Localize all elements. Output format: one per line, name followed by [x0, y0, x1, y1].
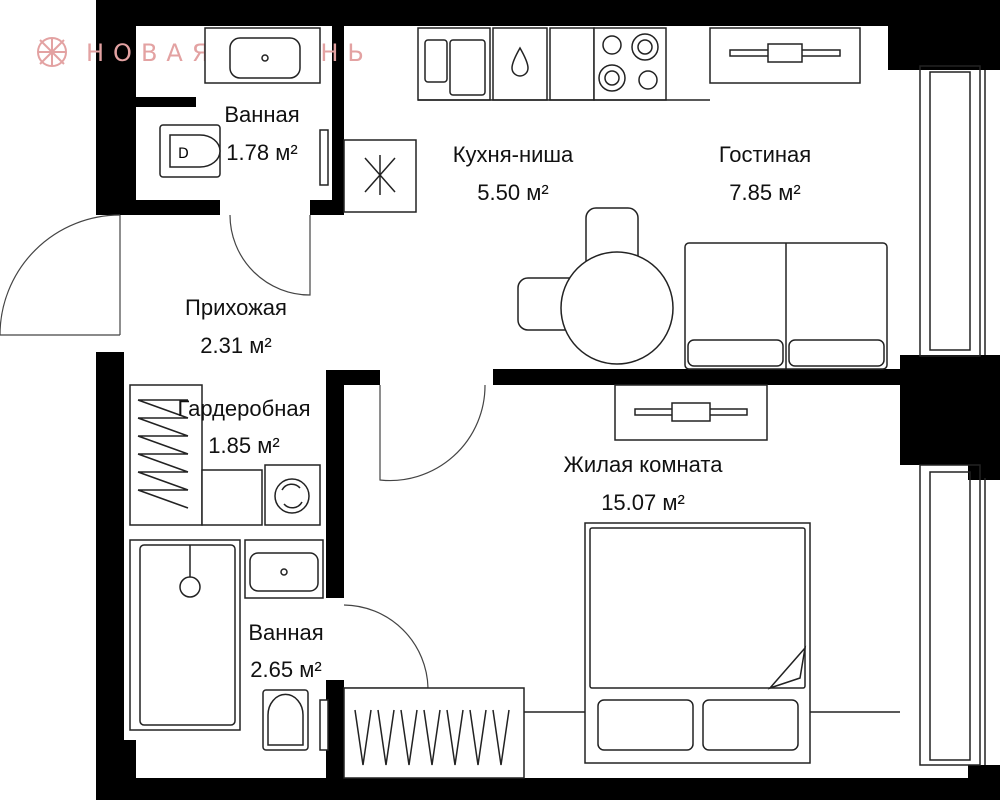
- room-area-wardrobe: 1.85 м²: [208, 433, 279, 458]
- room-area-hall: 2.31 м²: [200, 333, 271, 358]
- closet-bedroom: [343, 687, 525, 779]
- room-name-living: Гостиная: [719, 142, 811, 167]
- washing-machine: [264, 464, 321, 526]
- wardrobe: Гардеробная 1.85 м²: [129, 384, 486, 526]
- room-name-bedroom: Жилая комната: [564, 452, 724, 477]
- window-bedroom: [919, 464, 981, 766]
- wall-bottom: [96, 778, 1000, 800]
- room-name-hall: Прихожая: [185, 295, 287, 320]
- wall-bath1-right: [332, 0, 344, 215]
- pillow-1: [597, 699, 694, 751]
- wall-bedroom-top: [493, 369, 900, 385]
- door-bedroom: [379, 384, 486, 482]
- cooktop: [593, 27, 667, 101]
- bed-blanket: [589, 527, 806, 689]
- entrance-door: [0, 214, 121, 336]
- wall-right-mid: [900, 355, 1000, 465]
- pillow-2: [702, 699, 799, 751]
- room-area-bath1: 1.78 м²: [226, 140, 297, 165]
- washing-machine-icon: [281, 483, 303, 509]
- room-area-bedroom: 15.07 м²: [601, 490, 685, 515]
- bedroom: Жилая комната 15.07 м²: [343, 384, 900, 779]
- towel-rail-1: [319, 129, 329, 186]
- room-name-bath2: Ванная: [248, 620, 323, 645]
- fridge-icon: [364, 155, 396, 195]
- room-name-kitchen: Кухня-ниша: [453, 142, 574, 167]
- dining-table: [560, 251, 674, 365]
- walls: [96, 0, 1000, 800]
- room-area-living: 7.85 м²: [729, 180, 800, 205]
- room-name-wardrobe: Гардеробная: [177, 396, 310, 421]
- room-area-kitchen: 5.50 м²: [477, 180, 548, 205]
- room-area-bath2: 2.65 м²: [250, 657, 321, 682]
- windows: [919, 65, 986, 766]
- window-living: [919, 65, 981, 357]
- door-bath1: [229, 214, 311, 296]
- wall-left-bottom: [96, 352, 124, 800]
- door-bath2: [343, 604, 429, 689]
- wall-top: [96, 0, 1000, 26]
- hall: Прихожая 2.31 м²: [0, 214, 287, 358]
- room-name-bath1: Ванная: [224, 102, 299, 127]
- towel-rail-2: [319, 699, 329, 751]
- svg-text:D: D: [178, 146, 189, 162]
- bathroom-1: D Ванная 1.78 м²: [159, 27, 329, 296]
- wall-wardrobe-right: [326, 370, 344, 598]
- water-drop-icon: [511, 46, 529, 77]
- brand-logo-icon: [37, 37, 67, 67]
- wall-left-top: [96, 0, 136, 215]
- bathroom-2: Ванная 2.65 м²: [129, 539, 429, 751]
- kitchen: Кухня-ниша 5.50 м²: [343, 27, 710, 213]
- living-room: Гостиная 7.85 м²: [517, 27, 888, 370]
